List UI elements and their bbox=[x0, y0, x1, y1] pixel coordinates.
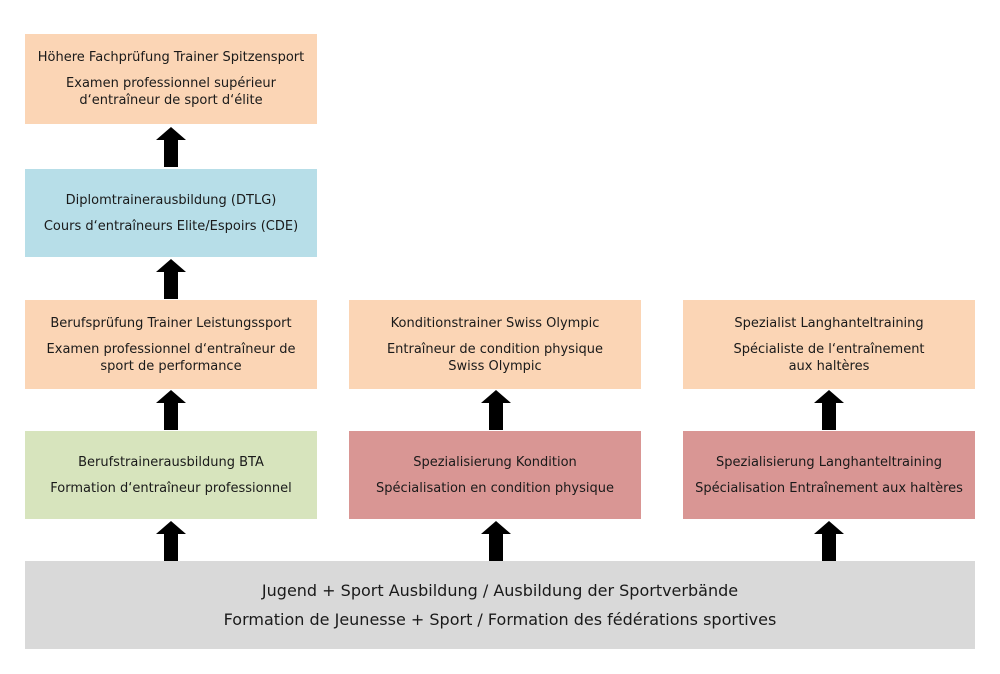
box-konditionstrainer: Konditionstrainer Swiss Olympic Entraîne… bbox=[349, 300, 641, 389]
box-title: Berufstrainerausbildung BTA bbox=[78, 454, 264, 470]
box-subtitle: Spécialiste de l‘entraînement aux haltèr… bbox=[733, 341, 925, 374]
box-hohere-fachprufung: Höhere Fachprüfung Trainer Spitzensport … bbox=[25, 34, 317, 124]
arrow-up-icon bbox=[481, 390, 511, 430]
box-subtitle: Formation de Jeunesse + Sport / Formatio… bbox=[223, 609, 777, 629]
box-subtitle: Entraîneur de condition physique Swiss O… bbox=[386, 341, 604, 374]
box-subtitle: Spécialisation en condition physique bbox=[376, 480, 614, 496]
arrow-up-icon bbox=[481, 521, 511, 561]
box-berufsprufung: Berufsprüfung Trainer Leistungssport Exa… bbox=[25, 300, 317, 389]
box-subtitle: Examen professionnel supérieur d‘entraîn… bbox=[66, 76, 276, 108]
arrow-up-icon bbox=[156, 521, 186, 561]
box-title: Spezialist Langhanteltraining bbox=[734, 315, 924, 331]
box-title: Höhere Fachprüfung Trainer Spitzensport bbox=[37, 50, 305, 65]
box-subtitle: Spécialisation Entraînement aux haltères bbox=[695, 480, 963, 496]
box-subtitle: Cours d‘entraîneurs Elite/Espoirs (CDE) bbox=[43, 218, 299, 234]
box-subtitle: Formation d‘entraîneur professionnel bbox=[50, 480, 292, 496]
box-spezialist-langhantel: Spezialist Langhanteltraining Spécialist… bbox=[683, 300, 975, 389]
box-spezialisierung-kondition: Spezialisierung Kondition Spécialisation… bbox=[349, 431, 641, 519]
arrow-up-icon bbox=[156, 127, 186, 167]
box-title: Diplomtrainerausbildung (DTLG) bbox=[65, 192, 277, 208]
arrow-up-icon bbox=[814, 390, 844, 430]
box-subtitle: Examen professionnel d‘entraîneur de spo… bbox=[46, 341, 296, 374]
box-spezialisierung-langhantel: Spezialisierung Langhanteltraining Spéci… bbox=[683, 431, 975, 519]
arrow-up-icon bbox=[814, 521, 844, 561]
box-diplomtrainer: Diplomtrainerausbildung (DTLG) Cours d‘e… bbox=[25, 169, 317, 257]
arrow-up-icon bbox=[156, 259, 186, 299]
box-title: Spezialisierung Langhanteltraining bbox=[716, 454, 942, 470]
arrow-up-icon bbox=[156, 390, 186, 430]
box-title: Berufsprüfung Trainer Leistungssport bbox=[50, 315, 292, 331]
box-title: Spezialisierung Kondition bbox=[413, 454, 577, 470]
box-title: Konditionstrainer Swiss Olympic bbox=[390, 315, 600, 331]
box-base-ausbildung: Jugend + Sport Ausbildung / Ausbildung d… bbox=[25, 561, 975, 649]
box-title: Jugend + Sport Ausbildung / Ausbildung d… bbox=[261, 580, 739, 600]
box-bta: Berufstrainerausbildung BTA Formation d‘… bbox=[25, 431, 317, 519]
